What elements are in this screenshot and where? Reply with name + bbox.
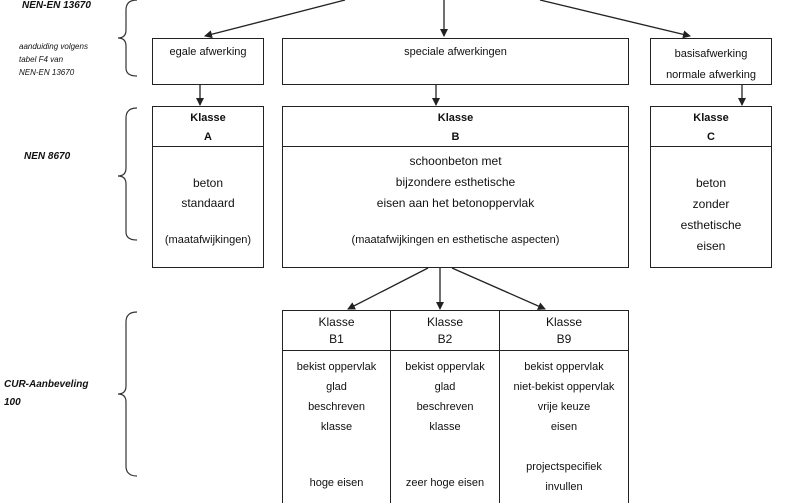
klasse-b-body-line-2: bijzondere esthetische [395, 175, 516, 189]
klasse-b2-header: Klasse B2 [391, 311, 499, 351]
nen-en-note-line-1: aanduiding volgens [19, 42, 88, 51]
klasse-c-body: beton zonder esthetische eisen [651, 173, 771, 257]
klasse-b2-body-line-3: beschreven [416, 401, 474, 413]
box-egale-afwerking: egale afwerking [152, 38, 264, 85]
label-nen-8670: NEN 8670 [24, 151, 71, 162]
box-basisafwerking: basisafwerking normale afwerking [650, 38, 772, 85]
nen-en-note: aanduiding volgens tabel F4 van NEN-EN 1… [19, 40, 88, 79]
klasse-b2-body: bekist oppervlak glad beschreven klasse [391, 357, 499, 437]
box-speciale-afwerkingen: speciale afwerkingen [282, 38, 629, 85]
arrow-to-b1 [347, 267, 429, 310]
klasse-b9-header-2: B9 [556, 332, 572, 346]
klasse-b9-header: Klasse B9 [500, 311, 628, 351]
klasse-b2-footer: zeer hoge eisen [405, 477, 485, 489]
arrow-to-b9 [451, 267, 546, 310]
arrow-to-basis [539, 0, 691, 39]
klasse-c-header-2: C [707, 131, 715, 143]
brace-nen-8670 [117, 107, 138, 241]
klasse-b9-body-line-3: vrije keuze [537, 401, 591, 413]
klasse-a-body-line-2: standaard [181, 196, 235, 210]
klasse-b1-body-line-1: bekist oppervlak [296, 361, 377, 373]
klasse-c-body-line-4: eisen [696, 239, 726, 253]
klasse-a-footer: (maatafwijkingen) [164, 234, 252, 246]
klasse-b1-header-1: Klasse [318, 315, 355, 329]
klasse-b9-header-1: Klasse [545, 315, 583, 329]
klasse-b-header-2: B [451, 131, 460, 143]
speciale-afwerkingen-text: speciale afwerkingen [404, 46, 507, 58]
klasse-c-header-1: Klasse [693, 112, 729, 124]
label-nen-en-13670: NEN-EN 13670 [22, 0, 91, 11]
klasse-b1-body-line-4: klasse [320, 421, 353, 433]
klasse-b9-footer-line-2: invullen [545, 481, 583, 493]
label-cur: CUR-Aanbeveling 100 [4, 376, 88, 412]
klasse-b1-footer: hoge eisen [309, 477, 364, 489]
klasse-b9-body: bekist oppervlak niet-bekist oppervlak v… [500, 357, 628, 437]
klasse-b1-header-2: B1 [329, 332, 344, 346]
box-klasse-c: Klasse C beton zonder esthetische eisen [650, 106, 772, 268]
klasse-b9-body-line-4: eisen [550, 421, 578, 433]
basisafwerking-text: basisafwerking [674, 48, 748, 60]
klasse-b-body-line-3: eisen aan het betonoppervlak [376, 196, 535, 210]
klasse-c-body-line-2: zonder [692, 197, 730, 211]
klasse-b1-body: bekist oppervlak glad beschreven klasse [283, 357, 390, 437]
brace-nen-en [117, 0, 138, 77]
label-cur-line-2: 100 [4, 397, 21, 408]
klasse-c-body-line-3: esthetische [680, 218, 742, 232]
klasse-b2-body-line-1: bekist oppervlak [405, 361, 485, 373]
klasse-b-body-line-1: schoonbeton met [409, 154, 502, 168]
klasse-b1-header: Klasse B1 [283, 311, 390, 351]
klasse-a-header: Klasse A [153, 107, 263, 147]
klasse-b9-footer-line-1: projectspecifiek [526, 461, 602, 473]
egale-afwerking-text: egale afwerking [169, 46, 247, 58]
klasse-a-body: beton standaard [153, 173, 263, 213]
klasse-b2-header-1: Klasse [426, 315, 464, 329]
box-klasse-b9: Klasse B9 bekist oppervlak niet-bekist o… [499, 310, 629, 503]
box-klasse-b2: Klasse B2 bekist oppervlak glad beschrev… [390, 310, 500, 503]
klasse-b-body: schoonbeton met bijzondere esthetische e… [283, 151, 628, 214]
nen-en-note-line-3: NEN-EN 13670 [19, 68, 75, 77]
klasse-b1-body-line-2: glad [326, 381, 347, 393]
klasse-b9-footer: projectspecifiek invullen [500, 457, 628, 497]
nen-en-note-line-2: tabel F4 van [19, 55, 64, 64]
klasse-b2-body-line-2: glad [434, 381, 456, 393]
klasse-b-header-1: Klasse [437, 112, 474, 124]
klasse-b1-body-line-3: beschreven [308, 401, 365, 413]
klasse-c-body-line-1: beton [695, 176, 727, 190]
klasse-b-footer: (maatafwijkingen en esthetische aspecten… [351, 234, 560, 246]
box-klasse-b1: Klasse B1 bekist oppervlak glad beschrev… [282, 310, 391, 503]
klasse-c-header: Klasse C [651, 107, 771, 147]
klasse-a-header-2: A [204, 131, 212, 143]
klasse-a-body-line-1: beton [192, 176, 224, 190]
klasse-b9-body-line-2: niet-bekist oppervlak [513, 381, 615, 393]
arrow-to-egale [204, 0, 346, 39]
label-cur-line-1: CUR-Aanbeveling [4, 379, 89, 390]
box-klasse-a: Klasse A beton standaard (maatafwijkinge… [152, 106, 264, 268]
klasse-b9-body-line-1: bekist oppervlak [524, 361, 604, 373]
normale-afwerking-text: normale afwerking [666, 69, 756, 81]
klasse-a-header-1: Klasse [190, 112, 226, 124]
brace-cur [117, 311, 138, 477]
box-klasse-b: Klasse B schoonbeton met bijzondere esth… [282, 106, 629, 268]
klasse-b-header: Klasse B [283, 107, 628, 147]
klasse-b2-header-2: B2 [437, 332, 453, 346]
klasse-b2-body-line-4: klasse [429, 421, 461, 433]
